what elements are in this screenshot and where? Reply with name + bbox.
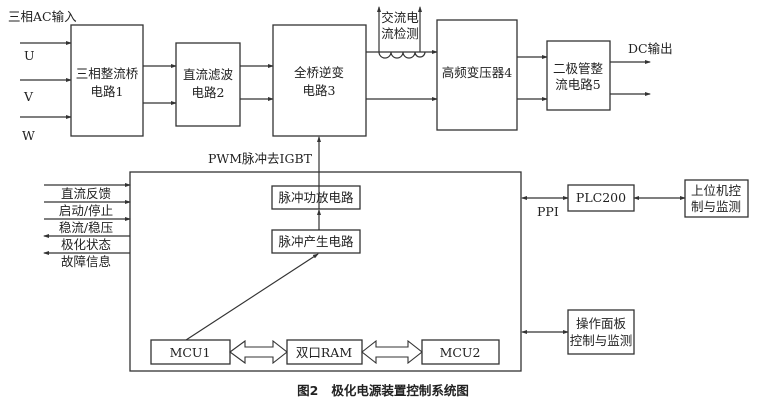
host-block xyxy=(684,179,749,218)
signal-label-2: 启动/停止 xyxy=(59,203,113,218)
mcu2-block xyxy=(421,339,500,365)
inverter-block xyxy=(272,24,367,137)
dc-filter-label-1: 直流滤波 xyxy=(183,67,234,82)
panel-block xyxy=(567,309,635,355)
pwm-label: PWM脉冲去IGBT xyxy=(208,151,313,166)
dual-ram-label: 双口RAM xyxy=(296,345,352,360)
signal-label-1: 直流反馈 xyxy=(61,186,111,201)
dc-filter-label-2: 电路2 xyxy=(192,85,225,100)
transformer-label: 高频变压器4 xyxy=(442,65,513,80)
host-label-1: 上位机控 xyxy=(691,183,742,198)
signal-label-4: 极化状态 xyxy=(61,237,111,252)
figure-caption: 图2 极化电源装置控制系统图 xyxy=(297,383,469,398)
ac-input-label: 三相AC输入 xyxy=(8,9,77,24)
pulse-amp-label: 脉冲功放电路 xyxy=(278,190,354,205)
signal-label-3: 稳流/稳压 xyxy=(59,220,113,235)
mcu1-label: MCU1 xyxy=(170,345,211,360)
rectifier-label-2: 电路1 xyxy=(91,84,124,99)
diode-rectifier-label-2: 流电路5 xyxy=(555,77,600,92)
rectifier-label-1: 三相整流桥 xyxy=(76,66,139,81)
ac-current-detect-label-2: 流检测 xyxy=(381,26,419,41)
ac-current-detect-label-1: 交流电 xyxy=(381,10,419,25)
dc-output-label: DC输出 xyxy=(628,41,673,56)
panel-label-1: 操作面板 xyxy=(576,316,627,331)
dc-filter-block xyxy=(175,42,241,127)
mcu1-block xyxy=(150,339,231,365)
diode-rectifier-block xyxy=(546,40,611,111)
panel-label-2: 控制与监测 xyxy=(570,333,633,348)
host-label-2: 制与监测 xyxy=(691,199,741,214)
mcu1-to-pulse-gen xyxy=(185,253,319,341)
inverter-label-1: 全桥逆变 xyxy=(294,65,344,80)
phase-w-label: W xyxy=(22,128,35,143)
signal-label-5: 故障信息 xyxy=(61,254,111,269)
pulse-gen-label: 脉冲产生电路 xyxy=(278,234,354,249)
phase-u-label: U xyxy=(24,48,35,63)
inverter-label-2: 电路3 xyxy=(303,83,336,98)
pulse-amp-block xyxy=(271,185,361,210)
diode-rectifier-label-1: 二极管整 xyxy=(553,61,604,76)
transformer-block xyxy=(436,19,518,131)
current-transformer-coil-icon xyxy=(378,51,426,59)
dual-ram-block xyxy=(286,339,363,365)
phase-v-label: V xyxy=(23,89,34,104)
rectifier-block xyxy=(70,24,144,137)
plc-label: PLC200 xyxy=(576,190,626,205)
pulse-gen-block xyxy=(271,229,361,254)
mcu2-label: MCU2 xyxy=(440,345,481,360)
ppi-label: PPI xyxy=(537,204,559,219)
